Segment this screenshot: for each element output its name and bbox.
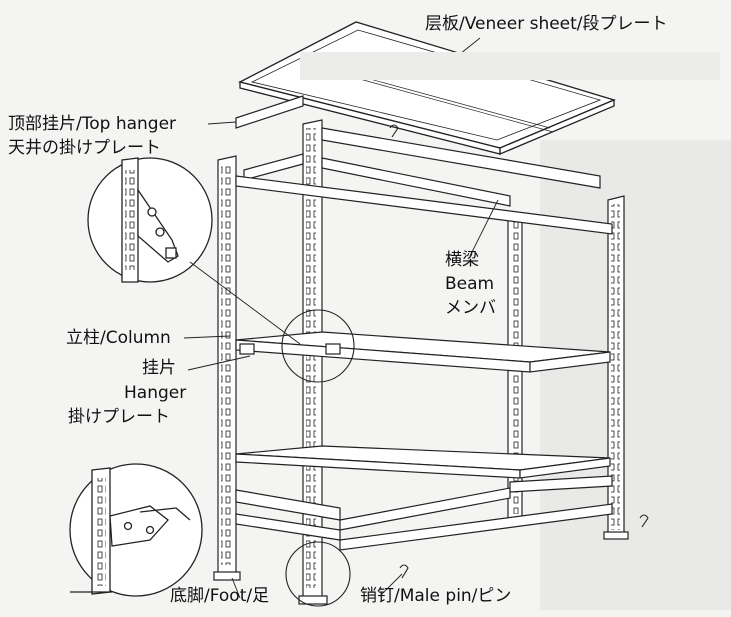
foot-detail-circle — [285, 541, 351, 607]
label-hanger-line3: 掛けプレート — [68, 407, 170, 427]
label-beam-line1: 横梁 — [445, 250, 479, 270]
middle-shelf — [235, 331, 611, 373]
label-veneer-sheet: 层板/Veneer sheet/段プレート — [425, 14, 668, 34]
background-page-panel — [540, 140, 731, 610]
front-left-column — [217, 155, 237, 575]
label-top-hanger-line1: 顶部挂片/Top hanger — [8, 114, 177, 134]
top-hanger-detail-circle — [87, 157, 301, 345]
label-hanger-line2: Hanger — [124, 383, 187, 403]
label-foot: 底脚/Foot/足 — [170, 586, 270, 606]
label-male-pin: 销钉/Male pin/ピン — [360, 586, 512, 606]
label-column: 立柱/Column — [66, 328, 171, 348]
male-pins — [389, 124, 649, 579]
column-detail-circle — [281, 309, 355, 383]
background-text-band — [300, 52, 720, 80]
top-veneer-sheet — [238, 21, 616, 155]
label-beam-line2: Beam — [445, 274, 495, 294]
hanger-detail-circle — [69, 463, 203, 597]
label-beam-line3: メンバ — [445, 298, 496, 318]
bottom-beams — [235, 475, 613, 551]
lower-shelf — [235, 445, 611, 479]
label-hanger-line1: 挂片 — [142, 358, 176, 378]
top-beams — [235, 95, 613, 235]
label-top-hanger-line2: 天井の掛けプレート — [8, 138, 161, 158]
